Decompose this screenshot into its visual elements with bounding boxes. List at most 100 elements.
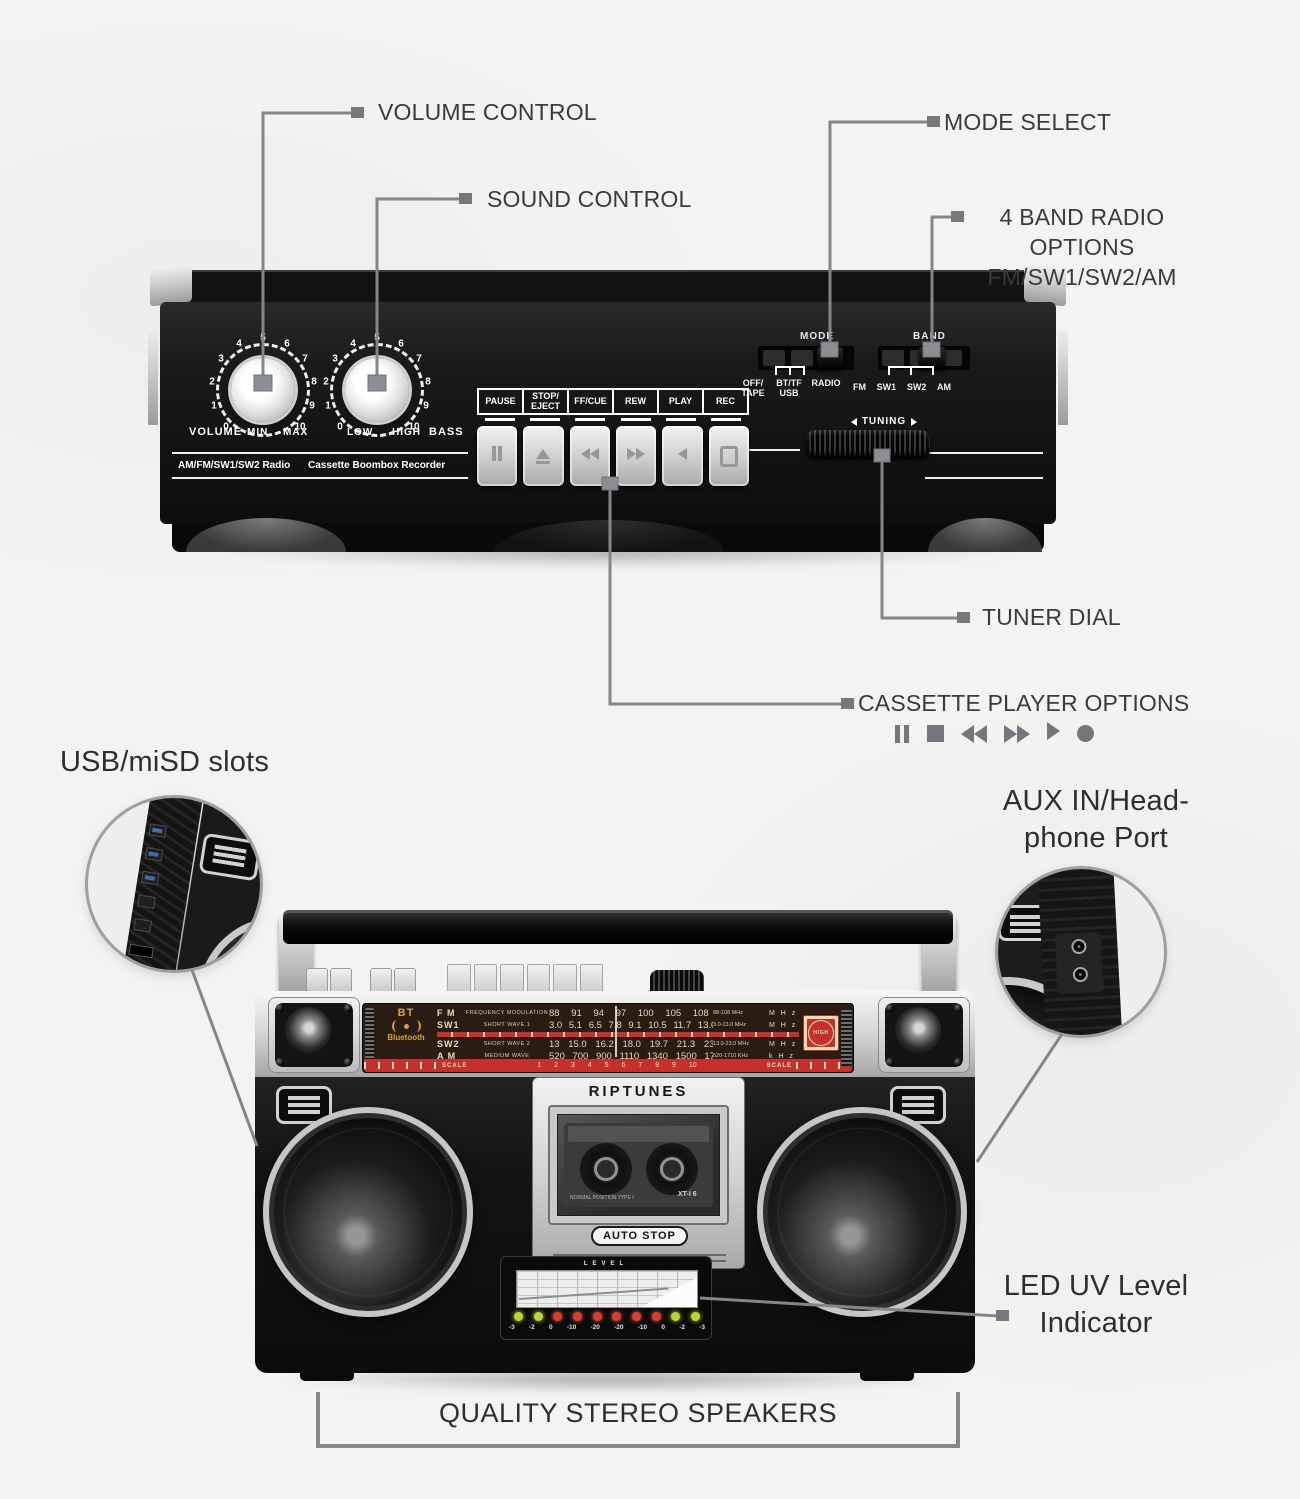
dial-scale-band: SCALE 1 2 3 4 5 6 7 8 9 10 SCALE [364,1059,852,1072]
wave-name: MEDIUM WAVE [484,1053,530,1059]
dial-knurl-left [365,1008,374,1068]
frequencies: 520 700 900 1110 1340 1500 1710 [549,1050,713,1062]
band-option: SW1 [876,382,897,392]
band-option: SW2 [906,382,927,392]
aux-label: AUX IN/Head- phone Port [1000,783,1192,857]
stop-eject-button[interactable] [523,426,564,486]
transport-label: FF/CUE [569,390,614,413]
dial-rows: F M FREQUENCY MODULATION 88 91 94 97 100… [437,1007,799,1062]
band-name: F M [437,1008,456,1018]
tuning-label-row: TUNING [836,416,932,427]
led-level-meter: LEVEL -3 -2 0 -10 [500,1256,712,1340]
usb-ports-inset [85,795,263,973]
tuning-wheel-edge [650,970,704,992]
aux-port-inset [995,866,1167,1038]
dial-knurl-right [841,1010,852,1066]
screw-icon [344,1004,352,1012]
top-knob-edge [306,968,328,995]
band-name: A M [437,1051,457,1061]
mode-select-label: MODE SELECT [944,109,1112,135]
led-scale-labels: -3 -2 0 -10 -20 -20 -10 0 -2 -3 [509,1324,705,1331]
tweeter-cone [285,1007,331,1053]
led-green [671,1312,681,1321]
led-red [612,1312,622,1321]
fast-forward-icon [627,447,646,465]
tuning-needle [615,1006,617,1057]
rew-button[interactable] [615,426,657,486]
unit: M H z [769,1009,798,1017]
tick-label: 3 [218,353,224,365]
led-uv-line1: LED UV Level [1003,1270,1189,1302]
brand-logo: RIPTUNES [588,1083,689,1100]
mode-option: BT/TF USB [776,378,802,398]
min-label: MIN [247,427,269,438]
dial-row-fm: F M FREQUENCY MODULATION 88 91 94 97 100… [437,1007,799,1019]
max-label: MAX [283,427,309,438]
tweeter-cone [895,1007,941,1053]
led-uv-line2: Indicator [1039,1307,1153,1340]
transport-label: REC [715,395,735,406]
led-red [631,1312,641,1321]
eject-icon [536,448,551,464]
led-red [651,1312,661,1321]
top-knob-edge [370,968,392,995]
tick-label: 1 [325,400,331,412]
unit: M H z [769,1021,798,1029]
tick-label: 2 [209,376,215,388]
pause-button[interactable] [477,426,518,486]
screw-icon [276,1004,284,1012]
band-label: BAND [913,331,946,342]
cassette-tape: NORMAL POSITION TYPE I XT-I 6 [564,1123,713,1207]
cassette-door[interactable]: RIPTUNES NORMAL POSITION TYPE I XT-I 6 A… [532,1077,745,1269]
tuning-wheel[interactable] [806,430,930,458]
tick-label: 10 [408,421,420,433]
foot-right [860,1371,914,1381]
tuner-dial-label: TUNER DIAL [982,604,1121,630]
sound-control-label: SOUND CONTROL [487,186,692,212]
transport-options-icons [895,722,1094,745]
arrow-right-icon [911,417,918,426]
ff-cue-button[interactable] [569,426,610,486]
arrow-left-icon [850,417,857,426]
mode-position-marks [775,366,805,375]
screw-icon [886,1004,894,1012]
led-red [572,1312,582,1321]
fast-forward-icon [1004,724,1030,743]
rec-button[interactable] [708,426,749,486]
scale-label: SCALE [766,1062,792,1069]
range: 13.0-23.0 MHz [713,1041,750,1047]
led-row [514,1312,700,1321]
rewind-icon [580,447,599,465]
bluetooth-logo: BT Bluetooth [377,1007,435,1059]
scale-ticks [796,1062,852,1069]
bt-label: BT [397,1007,415,1019]
record-icon [719,445,738,467]
screw-icon [954,1058,962,1066]
tick-label: 9 [423,400,429,412]
mode-label: MODE [800,331,834,342]
dial-row-am: A M MEDIUM WAVE 520 700 900 1110 1340 15… [437,1050,799,1062]
usb-slots-label: USB/miSD slots [60,746,270,778]
bass-label: BASS [429,426,464,438]
play-button[interactable] [662,426,703,486]
tweeter-right [878,997,970,1073]
tape-type-text: NORMAL POSITION TYPE I [570,1195,634,1201]
pinstripe [172,477,468,479]
high-label: HIGH [392,427,421,438]
frequencies: 88 91 94 97 100 105 108 [549,1007,709,1019]
transport-label: PLAY [659,390,704,413]
carry-handle[interactable] [283,910,953,944]
band-option: FM [853,382,866,392]
pause-icon [895,724,910,743]
screw-icon [344,1058,352,1066]
dial-row-sw1: SW1 SHORT WAVE 1 3.0 5.1 6.5 7.8 9.1 10.… [437,1019,799,1031]
led-green [533,1312,543,1321]
tick-label: 10 [294,421,306,433]
bluetooth-label: Bluetooth [387,1033,425,1042]
top-knob-edge [330,968,352,995]
transport-label: REW [614,390,659,413]
side-trim-right [1058,330,1068,425]
record-icon [1077,725,1094,742]
